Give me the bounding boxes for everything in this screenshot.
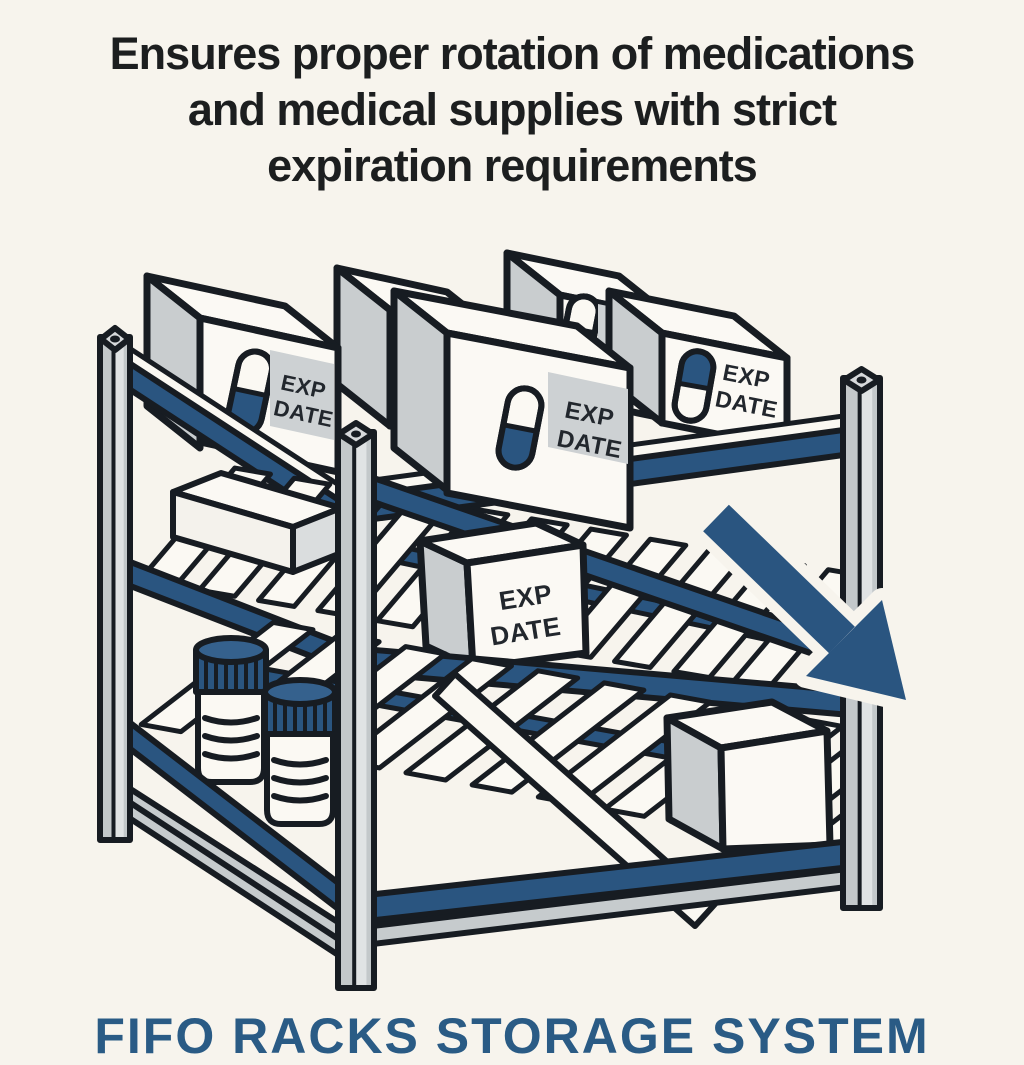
pill-bottle [262,677,338,827]
exp-date-label [270,350,334,440]
pill-bottle [193,635,269,785]
footer-caption: FIFO RACKS STORAGE SYSTEM [94,1008,930,1064]
title-line-3: expiration requirements [267,140,758,191]
capsule-icon [495,385,545,471]
storage-rack: EXP DATE EXP DATE [97,249,918,991]
rack-post [97,325,133,843]
title-line-2: and medical supplies with strict [187,84,837,135]
medication-box: EXP DATE [390,287,634,532]
medication-box: EXP DATE [416,519,590,672]
rack-post [335,420,377,991]
capsule-icon [671,348,717,424]
page-title: Ensures proper rotation of medications a… [0,26,1024,194]
fifo-rack-illustration: EXP DATE EXP DATE [97,249,918,991]
medication-box: EXP DATE [605,287,791,452]
exp-date-label [548,372,628,464]
title-line-1: Ensures proper rotation of medications [109,28,916,79]
fifo-arrow-icon [689,491,918,712]
supply-box [663,698,834,853]
